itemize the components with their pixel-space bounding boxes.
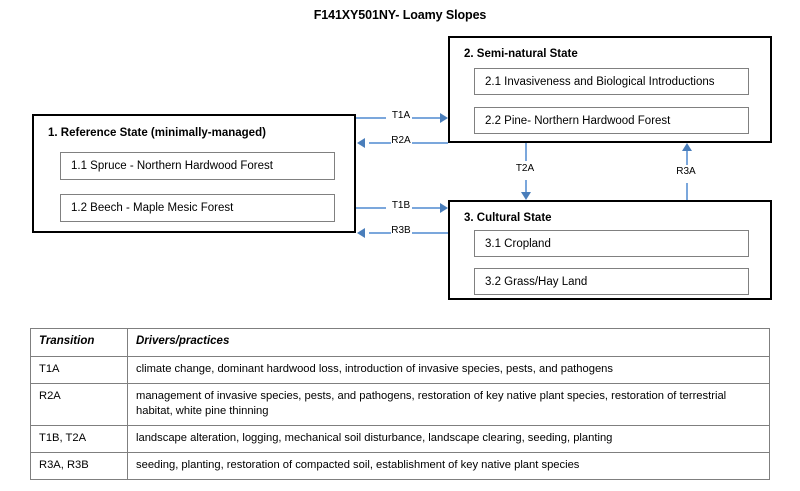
transition-line-t1a-right [412, 117, 442, 119]
transition-line-t1b-left [356, 207, 386, 209]
cell-drivers: landscape alteration, logging, mechanica… [127, 424, 770, 453]
page-title: F141XY501NY- Loamy Slopes [313, 8, 487, 22]
phase-label-1-1: 1.1 Spruce - Northern Hardwood Forest [71, 160, 273, 172]
transition-line-r3b-left [369, 232, 391, 234]
cell-transition: T1A [30, 355, 128, 384]
transition-label-t1a: T1A [391, 110, 411, 121]
table-row: R3A, R3B seeding, planting, restoration … [30, 451, 770, 481]
transition-label-r3a: R3A [676, 166, 696, 177]
transition-line-r3b-right [412, 232, 448, 234]
table-row: T1B, T2A landscape alteration, logging, … [30, 424, 770, 453]
transition-label-r3b: R3B [391, 225, 411, 236]
transition-label-r2a: R2A [391, 135, 411, 146]
transition-line-r2a-left [369, 142, 391, 144]
cell-drivers: management of invasive species, pests, a… [127, 382, 770, 426]
state-box-semi-natural-state[interactable]: 2. Semi-natural State 2.1 Invasiveness a… [448, 36, 772, 143]
arrow-head-t1b [440, 203, 448, 213]
state-box-reference-state[interactable]: 1. Reference State (minimally-managed) 1… [32, 114, 356, 233]
arrow-head-r3a [682, 143, 692, 151]
phase-box-1-1[interactable]: 1.1 Spruce - Northern Hardwood Forest [60, 152, 335, 180]
arrow-head-t1a [440, 113, 448, 123]
phase-label-3-1: 3.1 Cropland [485, 237, 551, 250]
phase-label-1-2: 1.2 Beech - Maple Mesic Forest [71, 202, 234, 214]
state-box-cultural-state[interactable]: 3. Cultural State 3.1 Cropland 3.2 Grass… [448, 200, 772, 300]
table-row: R2A management of invasive species, pest… [30, 382, 770, 426]
transition-line-t2a-top [525, 143, 527, 161]
column-header-transition: Transition [30, 328, 128, 357]
phase-box-2-2[interactable]: 2.2 Pine- Northern Hardwood Forest [474, 107, 749, 134]
phase-label-2-2: 2.2 Pine- Northern Hardwood Forest [485, 114, 671, 127]
table-header-row: Transition Drivers/practices [30, 328, 770, 357]
arrow-head-t2a [521, 192, 531, 200]
column-header-drivers: Drivers/practices [127, 328, 770, 357]
transition-line-r2a-right [412, 142, 448, 144]
transition-line-r3a-top [686, 151, 688, 165]
phase-box-3-2[interactable]: 3.2 Grass/Hay Land [474, 268, 749, 295]
cell-transition: T1B, T2A [30, 424, 128, 453]
cell-transition: R2A [30, 382, 128, 426]
phase-box-3-1[interactable]: 3.1 Cropland [474, 230, 749, 257]
arrow-head-r3b [357, 228, 365, 238]
transition-line-t2a-bottom [525, 180, 527, 193]
state-heading-1: 1. Reference State (minimally-managed) [48, 127, 266, 139]
cell-drivers: seeding, planting, restoration of compac… [127, 451, 770, 481]
drivers-practices-table: Transition Drivers/practices T1A climate… [30, 328, 770, 481]
transition-label-t2a: T2A [515, 163, 535, 174]
transition-label-t1b: T1B [391, 200, 411, 211]
transition-line-t1a-left [356, 117, 386, 119]
transition-line-r3a-bottom [686, 183, 688, 200]
transition-line-t1b-right [412, 207, 442, 209]
phase-box-1-2[interactable]: 1.2 Beech - Maple Mesic Forest [60, 194, 335, 222]
cell-transition: R3A, R3B [30, 451, 128, 481]
phase-label-3-2: 3.2 Grass/Hay Land [485, 275, 588, 288]
arrow-head-r2a [357, 138, 365, 148]
state-heading-2: 2. Semi-natural State [464, 48, 578, 60]
cell-drivers: climate change, dominant hardwood loss, … [127, 355, 770, 384]
phase-label-2-1: 2.1 Invasiveness and Biological Introduc… [485, 75, 715, 88]
table-row: T1A climate change, dominant hardwood lo… [30, 355, 770, 384]
phase-box-2-1[interactable]: 2.1 Invasiveness and Biological Introduc… [474, 68, 749, 95]
state-heading-3: 3. Cultural State [464, 212, 552, 224]
